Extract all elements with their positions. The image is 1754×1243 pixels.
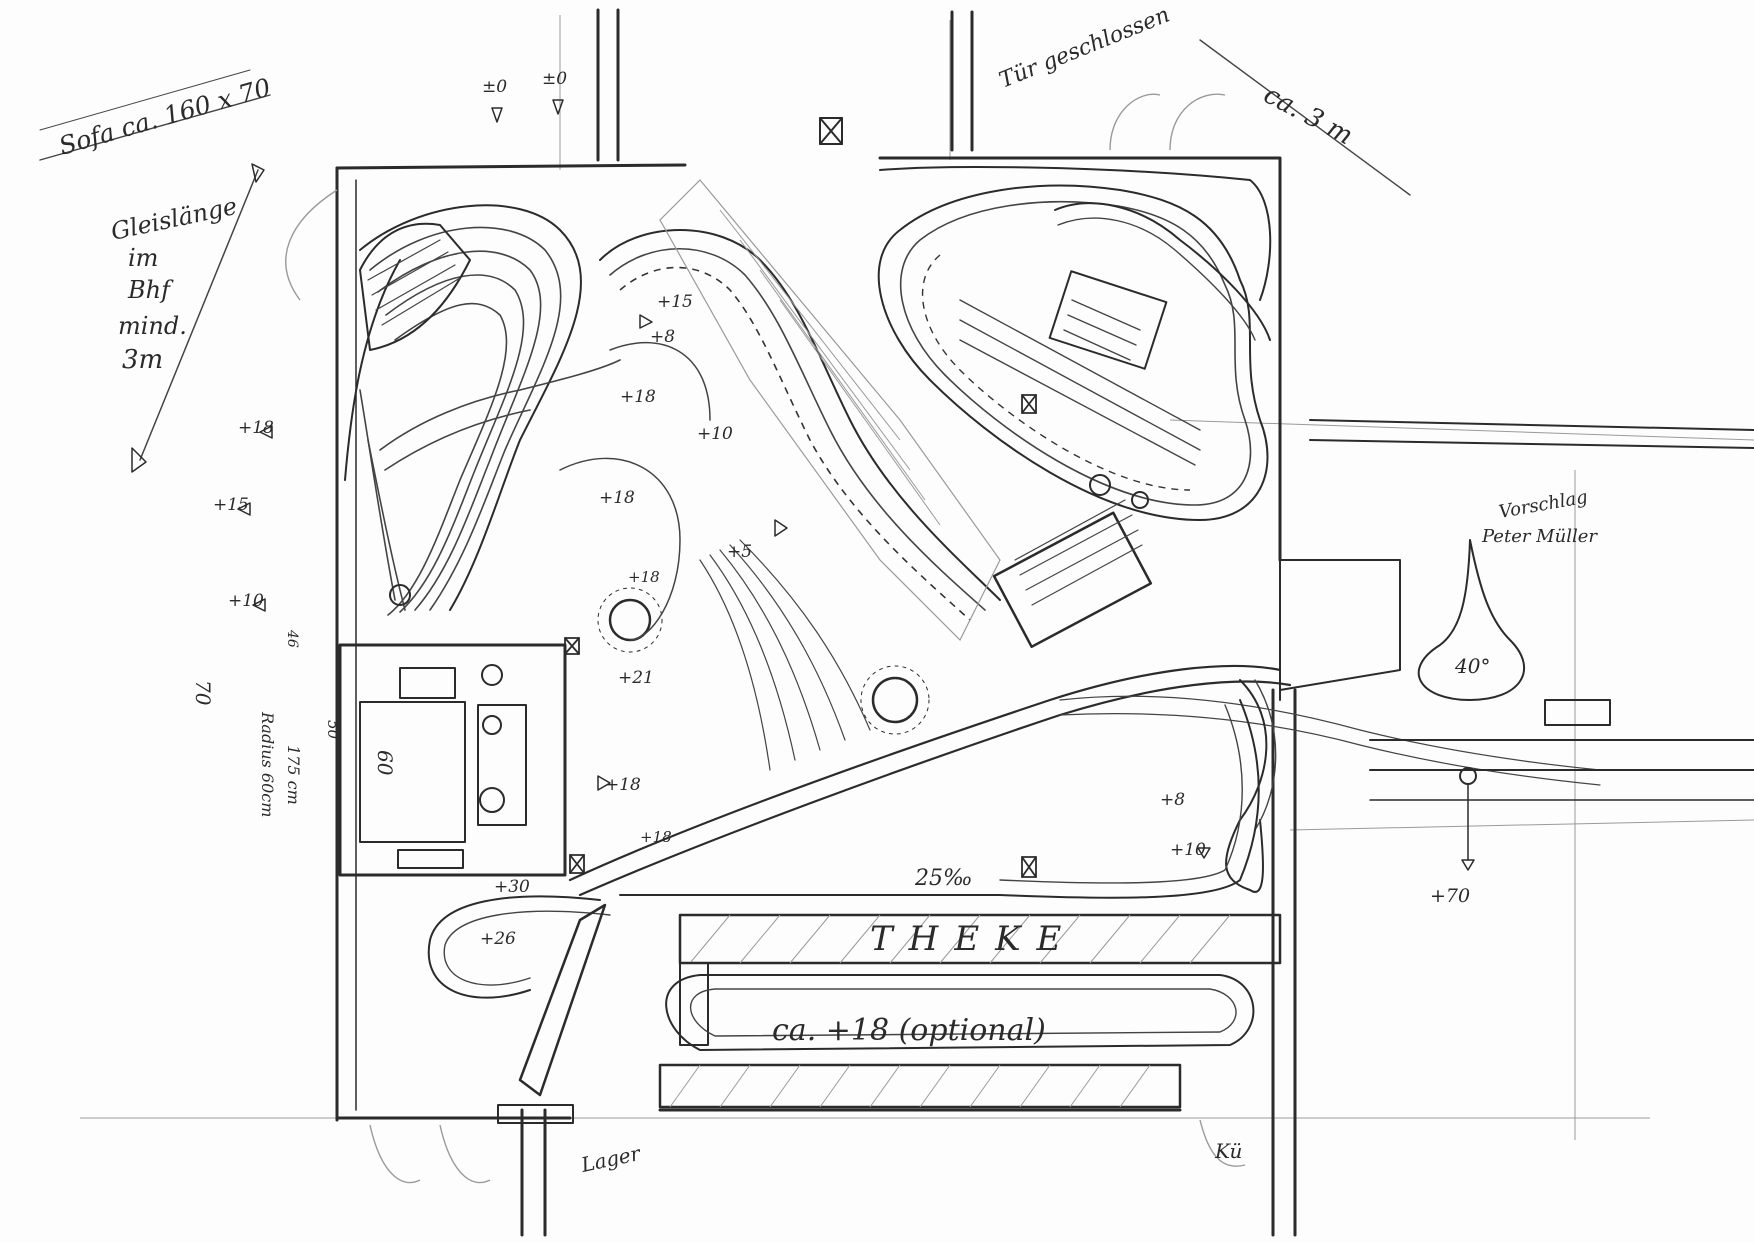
- height-label: +26: [480, 929, 516, 949]
- door-arcs: [285, 93, 1246, 1184]
- construction-lines: [80, 15, 1754, 1140]
- radius-label: 40°: [1454, 654, 1490, 678]
- kitchen-label: Kü: [1214, 1139, 1242, 1163]
- baseboard-outline: [335, 156, 1401, 1122]
- side-dim-50: 50: [324, 720, 342, 740]
- track-length-line-4: mind.: [118, 312, 187, 340]
- upper-right-station: [959, 202, 1271, 509]
- height-label: +18: [238, 418, 274, 438]
- height-label: +10: [697, 424, 733, 444]
- track-length-line-1: Gleislänge: [108, 192, 239, 246]
- height-label: +10: [1170, 840, 1206, 860]
- track-length-line-3: Bhf: [127, 276, 174, 304]
- central-diagonal-area: [659, 179, 1153, 649]
- room-walls: [520, 8, 1754, 1237]
- height-label: +5: [727, 542, 752, 562]
- lower-right-loops: [619, 679, 1277, 899]
- side-dim-46: 46: [284, 629, 300, 648]
- height-label: ±0: [542, 69, 567, 89]
- height-label: +30: [494, 877, 530, 897]
- height-label: +18: [628, 568, 660, 586]
- width-label: ca. 3 m: [1259, 80, 1358, 152]
- height-label: +15: [657, 292, 693, 312]
- sketch-labels: Sofa ca. 160 x 70 Tür geschlossen ca. 3 …: [56, 2, 1599, 1177]
- main-ramp: [568, 664, 1601, 897]
- main-line-loops: [599, 166, 1272, 621]
- track-length-line-2: im: [128, 244, 158, 272]
- height-label: +18: [620, 387, 656, 407]
- counter-area: [497, 903, 1282, 1124]
- lower-left-loop: [427, 895, 611, 999]
- optional-label: ca. +18 (optional): [772, 1013, 1046, 1048]
- height-label: +18: [640, 828, 672, 846]
- shelf-width-label: 60: [373, 750, 397, 776]
- control-desk: [338, 643, 567, 877]
- right-extension: [1369, 539, 1754, 871]
- dimension-lines: [39, 39, 1411, 473]
- height-label: +18: [605, 775, 641, 795]
- height-markers: [237, 99, 1211, 859]
- side-dim-175: 175 cm: [284, 745, 303, 805]
- track-length-line-5: 3m: [122, 345, 163, 375]
- height-label: +8: [1160, 790, 1185, 810]
- side-dim-70: 70: [191, 680, 215, 706]
- yard-fan-tracks: [699, 539, 871, 771]
- left-station-tracks: [344, 204, 621, 616]
- source-line-2: Peter Müller: [1481, 526, 1598, 547]
- height-label: +8: [650, 327, 675, 347]
- gradient-label: 25‰: [914, 866, 973, 891]
- height-label: +18: [599, 488, 635, 508]
- storage-label: Lager: [578, 1141, 643, 1177]
- height-label: +70: [1430, 885, 1470, 907]
- height-label: ±0: [482, 77, 507, 97]
- turntables: [559, 342, 930, 735]
- height-label: +21: [618, 668, 654, 688]
- door-label: Tür geschlossen: [996, 2, 1173, 93]
- counter-label: THEKE: [870, 919, 1077, 959]
- side-dim-radius: Radius 60cm: [258, 711, 277, 817]
- signal-markers: [564, 117, 1037, 878]
